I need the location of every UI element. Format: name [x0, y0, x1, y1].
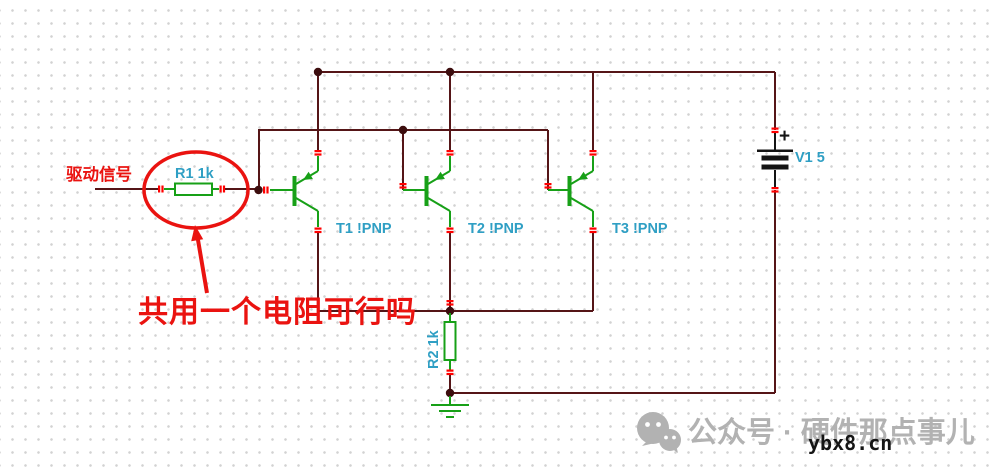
pin-mark — [589, 227, 597, 234]
r1-label: R1 1k — [175, 166, 215, 182]
junction-dot — [445, 306, 455, 316]
resistor-r2 — [443, 313, 457, 371]
transistor-t3 — [548, 156, 594, 227]
ground-symbol — [431, 396, 469, 418]
junction-dot — [254, 185, 263, 195]
wechat-icon — [637, 412, 681, 453]
question-text: 共用一个电阻可行吗 — [138, 296, 417, 329]
junction-dot — [445, 67, 455, 77]
transistor-t1 — [270, 156, 319, 227]
r2-label: R2 1k — [426, 329, 442, 369]
pin-mark — [314, 227, 322, 234]
wires — [95, 71, 776, 394]
pnp-arrow-icon — [303, 171, 313, 180]
drive-signal-label: 驱动信号 — [66, 164, 132, 184]
t3-label: T3 !PNP — [612, 221, 668, 237]
t1-label: T1 !PNP — [336, 221, 392, 237]
pin-mark — [771, 127, 779, 134]
pin-mark — [544, 183, 552, 189]
wire-collector-bus — [317, 231, 594, 312]
transistor-t2 — [403, 156, 451, 227]
t2-label: T2 !PNP — [468, 221, 524, 237]
watermark-site-text: ybx8.cn — [808, 431, 892, 455]
pin-mark — [446, 227, 454, 234]
pin-marks — [158, 127, 779, 376]
junction-dot — [445, 388, 455, 398]
pin-mark — [446, 150, 454, 156]
junction-dot — [313, 67, 323, 77]
wire-base-bus — [258, 129, 549, 190]
pin-mark — [158, 185, 164, 193]
pin-mark — [446, 300, 454, 306]
battery-v1 — [757, 131, 793, 188]
wire-top-rail — [317, 71, 776, 151]
red-arrow-annotation — [191, 225, 209, 294]
pin-mark — [589, 150, 597, 156]
pin-mark — [314, 150, 322, 156]
pin-mark — [446, 369, 454, 376]
pnp-arrow-icon — [578, 171, 588, 180]
junction-dots — [254, 67, 455, 398]
pin-mark — [771, 187, 779, 193]
pin-mark — [263, 186, 269, 194]
resistor-r1 — [164, 182, 219, 196]
pin-mark — [219, 185, 226, 193]
pin-mark — [399, 183, 407, 189]
battery-label: V1 5 — [795, 150, 825, 166]
battery-plus-sign: + — [779, 126, 790, 147]
pnp-arrow-icon — [435, 171, 445, 180]
junction-dot — [398, 125, 408, 135]
watermark-account-text: 公众号 · 硬件那点事儿 — [688, 416, 975, 449]
